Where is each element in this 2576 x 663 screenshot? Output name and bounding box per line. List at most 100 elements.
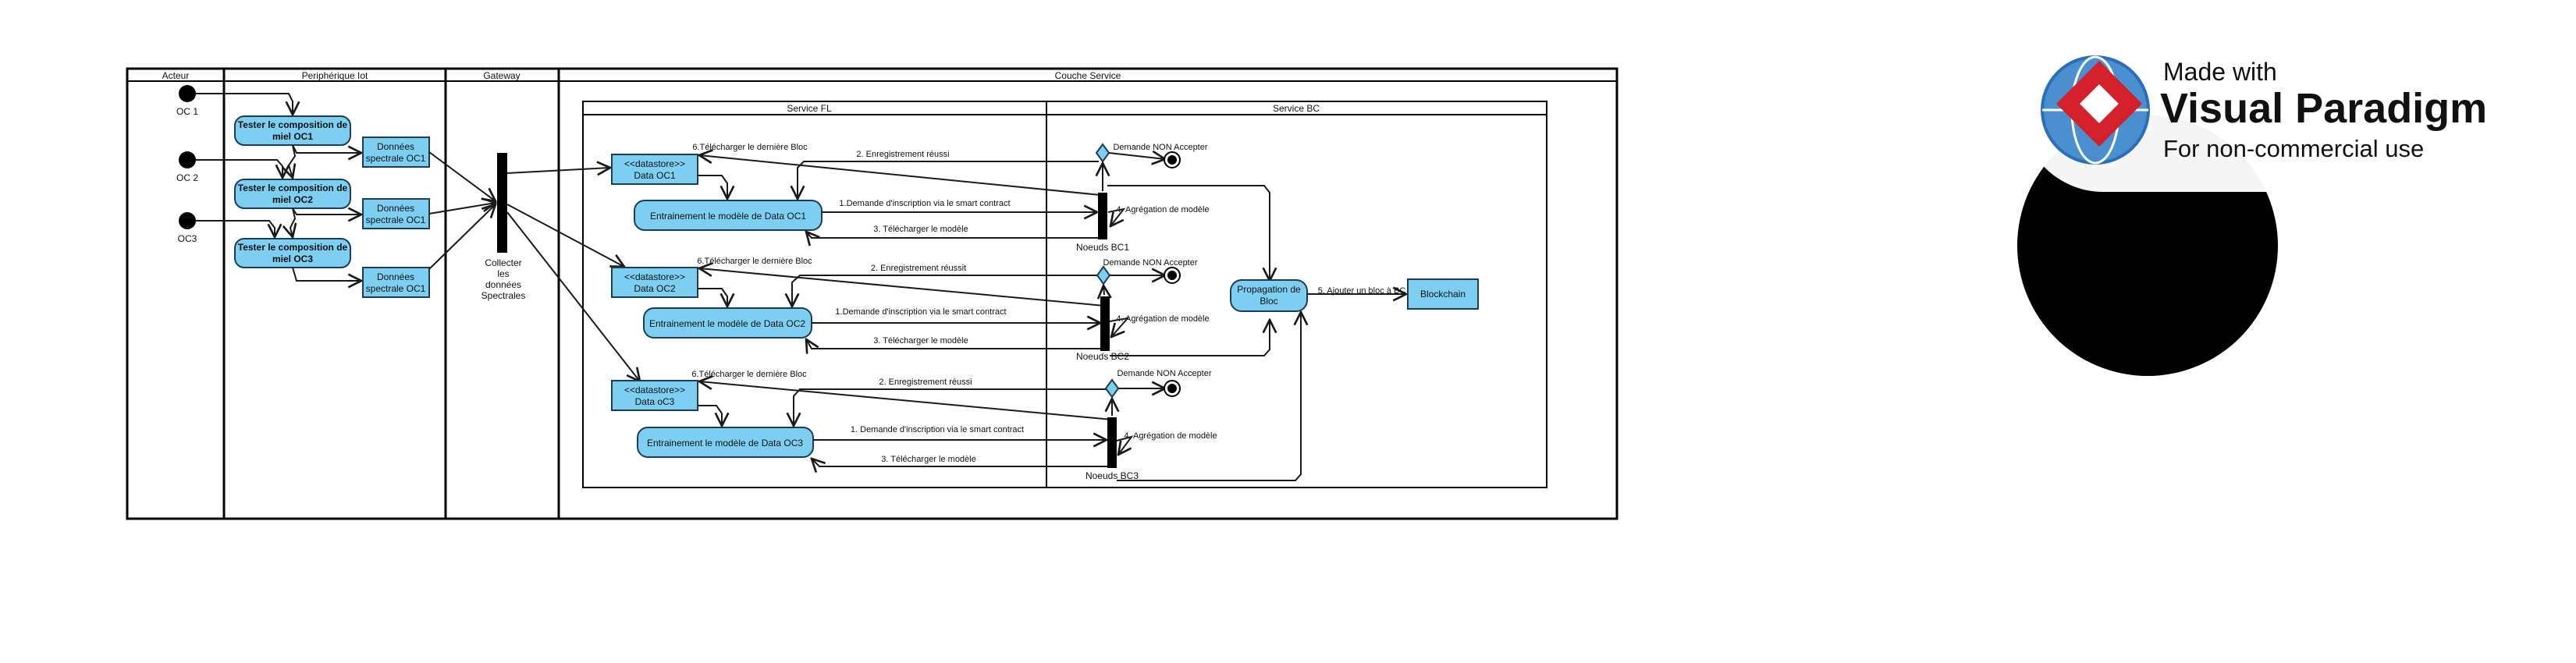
lane-couche-service: Couche Service [1055,70,1121,81]
flow-edge [792,275,1102,307]
flow-edge [292,208,361,214]
node-label: Noeuds BC3 [1085,470,1139,481]
activity-test-oc2: Tester le composition de miel OC2 [234,179,351,209]
flow-edge [812,459,1108,466]
datastore-oc1: <<datastore>> Data OC1 [611,154,698,185]
flow-edge [506,204,624,267]
edge-label: 1.Demande d'inscription via le smart con… [839,199,1010,208]
datastore-label: Data OC2 [634,283,676,294]
flow-edge [196,220,275,237]
flow-edge [1107,207,1126,226]
final-node-dot [1167,384,1177,393]
edge-label: 5. Ajouter un bloc à BC [1318,286,1406,296]
actor-label: OC 1 [176,106,198,117]
lane-gateway: Gateway [483,70,520,81]
flow-edge [428,204,496,270]
datastore-label: <<datastore>> [624,271,685,282]
datastore-label: <<datastore>> [624,385,685,395]
flow-edge [1103,285,1104,295]
edge-label: 4. Agrégation de modèle [1124,431,1217,441]
node-label: Noeuds BC2 [1076,351,1129,362]
flow-edge [290,207,295,237]
object-label: spectrale OC1 [366,214,426,225]
flow-edge [698,175,727,199]
swimlane-frame [126,67,1618,520]
activity-propagation: Propagation de Bloc [1230,279,1308,312]
edge-label: Demande NON Accepter [1113,143,1207,152]
flow-edge [798,161,1099,199]
training-label: Entrainement le modèle de Data OC3 [647,438,803,448]
gateway-label: Collecter [485,257,521,268]
datastore-oc3: <<datastore>> Data oC3 [611,380,698,411]
flow-edge [1110,320,1270,356]
join-bar-bc2 [1100,296,1110,351]
datastore-label: <<datastore>> [624,158,685,169]
edge-label: Demande NON Accepter [1103,258,1197,268]
flow-edge [698,288,727,307]
edge-label: 6.Télécharger le dernière Bloc [691,370,807,379]
actor-label: OC 2 [176,172,198,183]
training-oc1: Entrainement le modèle de Data OC1 [634,200,823,231]
flow-edge [292,144,361,153]
flow-edge [428,151,496,201]
activity-label: miel OC1 [272,131,313,142]
object-label: Données [377,203,414,214]
object-label: Données [377,271,414,282]
flow-edge [698,405,722,426]
datastore-label: Data OC1 [634,170,676,181]
flow-edge [1109,317,1130,337]
object-blockchain: Blockchain [1407,278,1479,310]
flow-edge [794,388,1108,426]
watermark-line1: Made with [2163,58,2277,86]
flow-edge [289,144,295,178]
edge-label: 2. Enregistrement réussit [871,264,966,273]
flow-edge [699,155,1101,196]
edge-label: 2. Enregistrement réussi [879,378,972,387]
initial-node-oc3 [179,212,196,229]
lane-peripherique: Periphérique Iot [302,70,368,81]
object-label: Blockchain [1420,289,1466,300]
activity-label: miel OC3 [272,254,313,264]
gateway-label: données [485,279,521,290]
training-label: Entrainement le modèle de Data OC1 [650,211,806,222]
node-label: Noeuds BC1 [1076,242,1129,253]
edge-label: 3. Télécharger le modèle [881,455,975,464]
decision-node [1096,265,1111,285]
edge-label: 3. Télécharger le modèle [873,225,968,234]
partition-service-fl: Service FL [787,103,832,114]
object-label: Données [377,141,414,152]
training-oc2: Entrainement le modèle de Data OC2 [643,307,812,339]
object-label: spectrale OC1 [366,283,426,294]
initial-node-oc1 [179,85,196,102]
flow-edge [1107,185,1270,281]
edge-label: 1. Demande d'inscription via le smart co… [851,425,1024,434]
object-label: spectrale OC1 [366,153,426,164]
partition-frame [582,101,1547,488]
gateway-label: les [497,268,509,279]
edge-label: 1.Demande d'inscription via le smart con… [835,307,1006,317]
decision-node [1104,378,1120,399]
activity-label: Tester le composition de [238,242,348,253]
flow-edge [1108,153,1165,159]
activity-label: Propagation de [1237,284,1301,295]
lane-acteur: Acteur [162,70,190,81]
partition-service-bc: Service BC [1273,103,1320,114]
edge-label: 2. Enregistrement réussi [856,150,949,159]
fork-bar-gateway [497,153,507,253]
edge-label: 6.Télécharger le dernière Bloc [697,257,812,266]
object-data-oc3: Données spectrale OC1 [362,267,430,298]
join-bar-bc3 [1107,417,1117,468]
flow-edge [699,381,1113,420]
activity-label: Tester le composition de [238,183,348,193]
edge-label: 6.Télécharger le dernière Bloc [692,143,808,152]
decision-node [1095,143,1110,163]
edge-label: 4. Agrégation de modèle [1116,205,1209,214]
flow-edge [428,203,496,214]
final-node-dot [1167,271,1177,280]
flow-edge [1117,312,1301,481]
actor-label: OC3 [178,233,197,244]
flow-edge [806,232,1099,238]
flow-edge [1116,435,1134,455]
flow-edge [806,339,1100,349]
